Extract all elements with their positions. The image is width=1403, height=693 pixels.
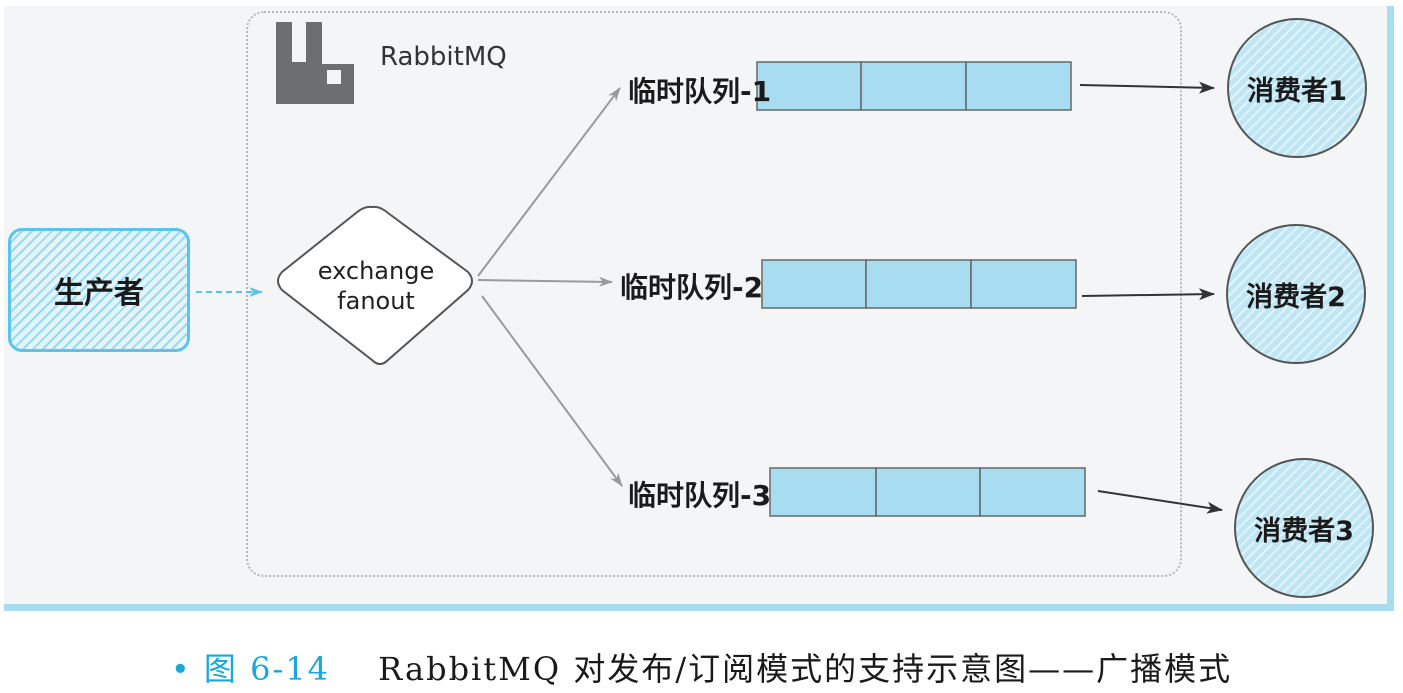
consumer-3-label: 消费者3 [1254,515,1354,547]
exchange-label: exchange fanout [276,256,476,316]
exchange-diamond [277,205,473,365]
queue-1-label: 临时队列-1 [628,75,772,108]
consumer-2-circle: 消费者2 [1226,224,1366,364]
diagram-background-panel [4,6,1394,611]
queue-2-label: 临时队列-2 [620,271,764,304]
queue-2-bar [761,259,1077,309]
rabbitmq-title: RabbitMQ [380,42,507,72]
figure-caption: • 图 6-14 RabbitMQ 对发布/订阅模式的支持示意图——广播模式 [0,644,1403,690]
queue-1-bar [756,61,1072,111]
producer-box: 生产者 [8,228,190,352]
exchange-label-line-2: fanout [337,287,415,315]
rabbitmq-logo-icon [276,22,354,104]
queue-3-bar [769,467,1086,517]
exchange-to-queue-3-arrow [481,295,623,487]
caption-figure-number: 图 6-14 [203,650,330,688]
consumer-3-circle: 消费者3 [1234,458,1374,598]
queue-1-to-consumer-1-arrow [1079,81,1215,94]
exchange-to-queue-2-arrow [477,276,613,287]
queue-3-to-consumer-3-arrow [1097,490,1223,514]
caption-bullet: • [170,650,192,688]
exchange-label-line-1: exchange [317,257,435,285]
queue-2-to-consumer-2-arrow [1081,288,1215,301]
consumer-1-circle: 消费者1 [1227,18,1367,158]
consumer-1-label: 消费者1 [1247,75,1347,107]
producer-label: 生产者 [54,276,144,311]
caption-text: RabbitMQ 对发布/订阅模式的支持示意图——广播模式 [378,650,1233,688]
consumer-2-label: 消费者2 [1246,281,1346,313]
queue-3-label: 临时队列-3 [628,479,772,512]
exchange-to-queue-1-arrow [477,87,621,277]
